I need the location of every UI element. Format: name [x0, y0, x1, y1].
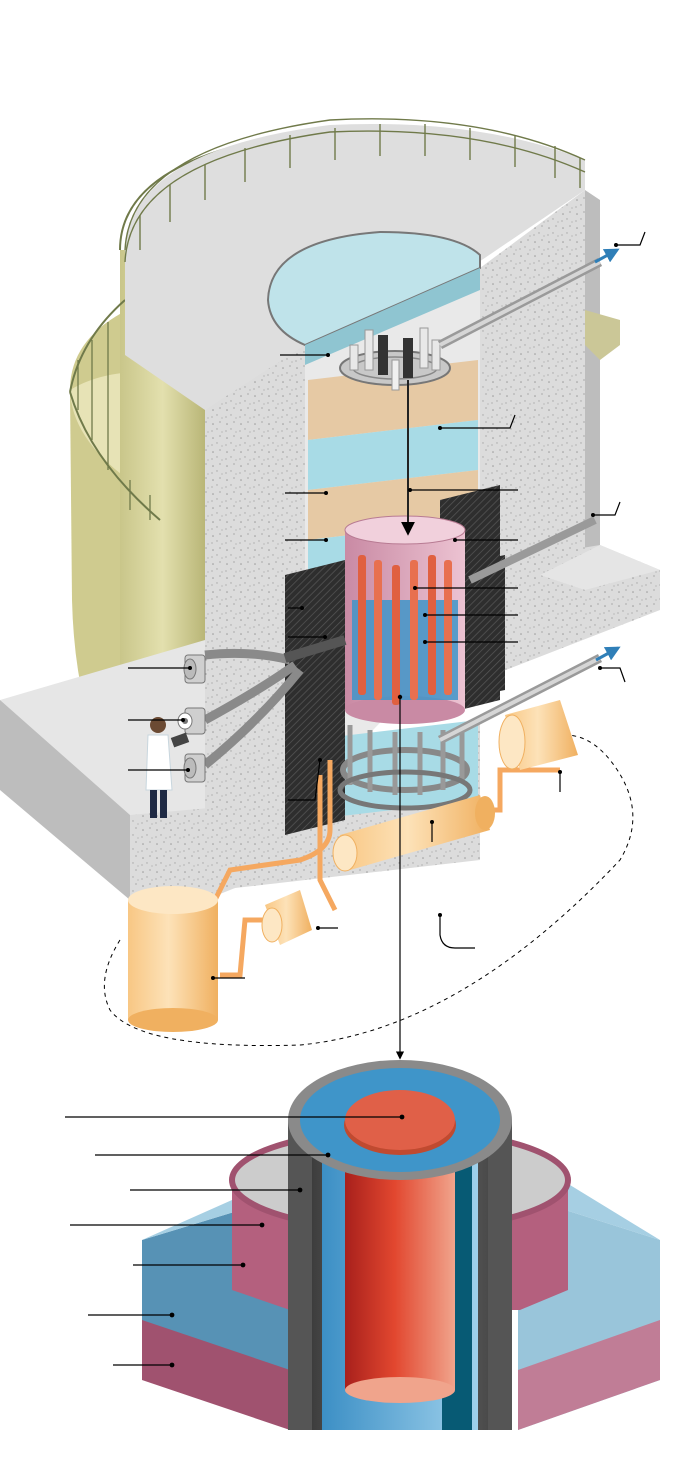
fuel-element-cross-section — [142, 1060, 660, 1430]
storage-tank-large — [128, 886, 218, 1032]
leader-bottom-water — [288, 759, 321, 801]
pump-small — [261, 890, 312, 945]
detail-link-arrow — [395, 694, 405, 1060]
primary-cooling-loop — [103, 700, 634, 1047]
coolant-in-arrow-icon — [594, 248, 620, 264]
coolant-out-arrow-icon — [595, 646, 621, 662]
control-rod-assembly — [339, 327, 451, 550]
callout-leaders — [65, 231, 646, 1368]
leader-loop — [439, 915, 475, 949]
leader-coolant-outlet — [600, 667, 626, 683]
coolant-piping — [202, 248, 621, 769]
fuel-elements — [358, 555, 452, 705]
leader-exit-pipe — [593, 501, 621, 516]
operator-figure-icon — [145, 717, 190, 818]
pump-large — [498, 700, 578, 770]
leader-control-rods — [440, 414, 516, 429]
heat-exchanger — [332, 795, 495, 872]
top-deck-railing — [124, 118, 586, 263]
leader-coolant-inlet — [616, 231, 646, 246]
core-vessel — [337, 515, 473, 811]
beam-port-housings — [177, 654, 206, 783]
